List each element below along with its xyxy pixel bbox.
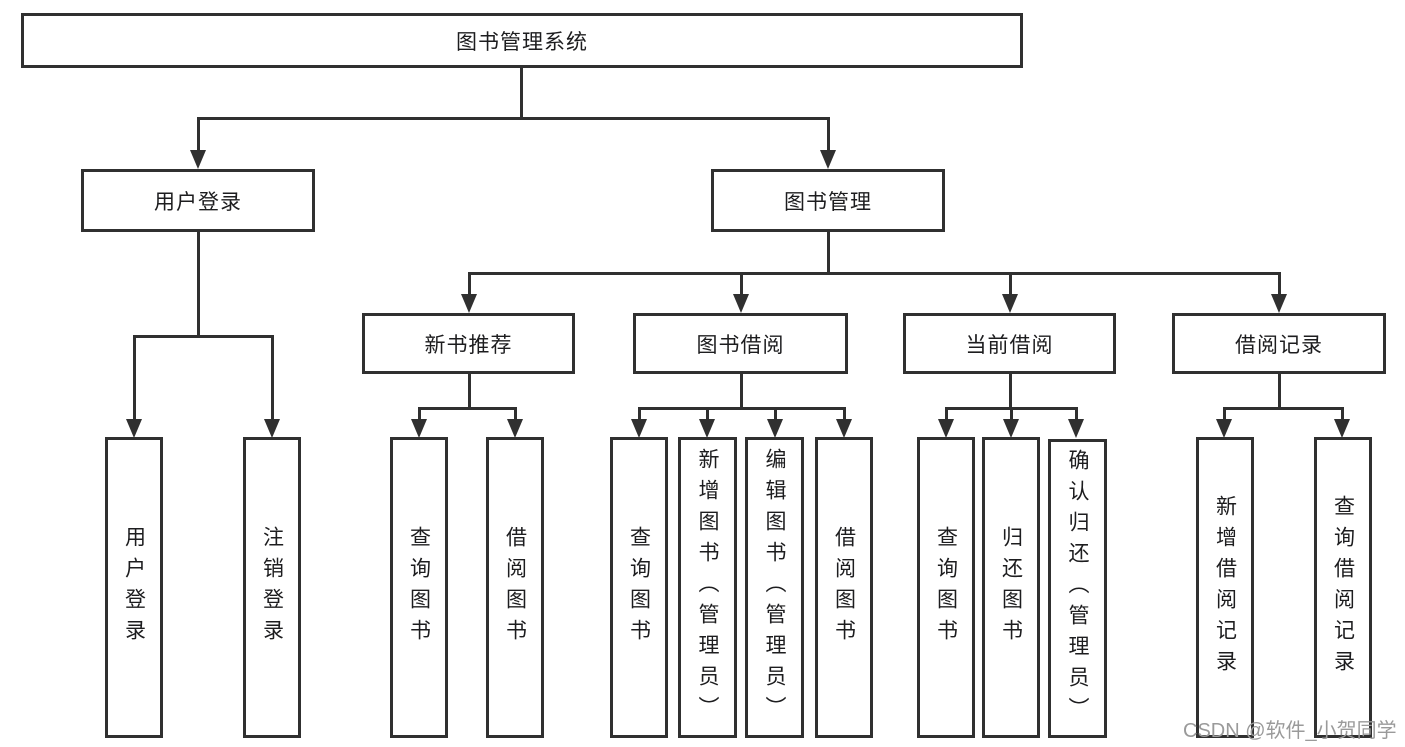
node-leaf-add-books-admin: 新增图书（管理员） — [678, 437, 737, 738]
node-leaf-return-books: 归还图书 — [982, 437, 1040, 738]
node-label: 新增图书（管理员） — [696, 448, 719, 727]
connector-book-borrow-bar — [638, 407, 846, 410]
node-label: 新增借阅记录 — [1213, 494, 1237, 681]
node-label: 新书推荐 — [424, 333, 513, 357]
arrow-down-icon — [836, 419, 852, 438]
node-label: 归还图书 — [999, 525, 1023, 650]
connector-leaf-stem — [1223, 407, 1226, 420]
connector-borrow-records-stub — [1278, 374, 1281, 410]
connector-leaf-stem — [418, 407, 421, 420]
node-book-borrowing: 图书借阅 — [633, 313, 848, 374]
arrow-down-icon — [461, 294, 477, 313]
connector-leaf-stem — [638, 407, 641, 420]
connector-leaf-stem — [1075, 407, 1078, 420]
connector-leaf-stem — [1010, 407, 1013, 420]
node-label: 查询图书 — [627, 525, 651, 650]
node-label: 借阅记录 — [1235, 333, 1323, 357]
arrow-down-icon — [507, 419, 523, 438]
connector-leaf-stem — [843, 407, 846, 420]
node-label: 当前借阅 — [965, 333, 1054, 357]
arrow-down-icon — [1002, 294, 1018, 313]
node-label: 图书管理 — [784, 190, 872, 214]
node-leaf-query-books-1: 查询图书 — [390, 437, 448, 738]
node-library-management-system: 图书管理系统 — [21, 13, 1023, 68]
node-leaf-edit-books-admin: 编辑图书（管理员） — [745, 437, 804, 738]
connector-leaf-stem — [514, 407, 517, 420]
arrow-down-icon — [631, 419, 647, 438]
connector-level1-bar — [197, 117, 830, 120]
node-label: 查询图书 — [934, 525, 958, 650]
arrow-down-icon — [699, 419, 715, 438]
node-label: 图书借阅 — [696, 333, 785, 357]
arrow-down-icon — [1334, 419, 1350, 438]
connector-book-borrow-stem — [740, 272, 743, 296]
connector-new-book-bar — [418, 407, 517, 410]
node-leaf-add-borrow-record: 新增借阅记录 — [1196, 437, 1254, 738]
connector-book-mgmt-stub — [827, 232, 830, 275]
arrow-down-icon — [126, 419, 142, 438]
connector-login-leaf-stem — [133, 335, 136, 420]
connector-new-book-stem — [468, 272, 471, 296]
connector-leaf-stem — [706, 407, 709, 420]
connector-leaf-stem — [774, 407, 777, 420]
arrow-down-icon — [1003, 419, 1019, 438]
connector-user-login-bar — [133, 335, 274, 338]
connector-logout-leaf-stem — [271, 335, 274, 420]
node-label: 借阅图书 — [832, 525, 856, 650]
connector-leaf-stem — [1341, 407, 1344, 420]
node-label: 编辑图书（管理员） — [763, 448, 786, 727]
node-label: 用户登录 — [154, 190, 242, 214]
connector-root-stub — [520, 68, 523, 118]
node-leaf-query-borrow-record: 查询借阅记录 — [1314, 437, 1372, 738]
connector-user-login-stem — [197, 117, 200, 151]
connector-new-book-stub — [468, 374, 471, 410]
node-leaf-borrow-books-1: 借阅图书 — [486, 437, 544, 738]
node-new-book-recommend: 新书推荐 — [362, 313, 575, 374]
connector-borrow-records-stem — [1278, 272, 1281, 296]
node-leaf-confirm-return-admin: 确认归还（管理员） — [1048, 439, 1107, 738]
node-leaf-user-login: 用户登录 — [105, 437, 163, 738]
arrow-down-icon — [264, 419, 280, 438]
arrow-down-icon — [820, 150, 836, 169]
connector-book-mgmt-stem — [827, 117, 830, 151]
node-leaf-query-books-3: 查询图书 — [917, 437, 975, 738]
arrow-down-icon — [190, 150, 206, 169]
node-label: 图书管理系统 — [456, 30, 588, 54]
connector-current-borrow-stem — [1009, 272, 1012, 296]
node-leaf-query-books-2: 查询图书 — [610, 437, 668, 738]
node-label: 查询借阅记录 — [1331, 494, 1355, 681]
arrow-down-icon — [1271, 294, 1287, 313]
node-current-borrowing: 当前借阅 — [903, 313, 1116, 374]
connector-book-borrow-stub — [740, 374, 743, 410]
connector-level2-bar — [468, 272, 1281, 275]
node-borrowing-records: 借阅记录 — [1172, 313, 1386, 374]
node-book-management: 图书管理 — [711, 169, 945, 232]
arrow-down-icon — [1068, 419, 1084, 438]
node-label: 确认归还（管理员） — [1066, 449, 1089, 728]
arrow-down-icon — [411, 419, 427, 438]
node-label: 注销登录 — [260, 525, 284, 650]
node-label: 查询图书 — [407, 525, 431, 650]
node-label: 用户登录 — [122, 525, 146, 650]
node-leaf-logout: 注销登录 — [243, 437, 301, 738]
node-leaf-borrow-books-2: 借阅图书 — [815, 437, 873, 738]
arrow-down-icon — [767, 419, 783, 438]
connector-leaf-stem — [945, 407, 948, 420]
arrow-down-icon — [733, 294, 749, 313]
csdn-watermark: CSDN @软件_小贺同学 — [1183, 720, 1397, 742]
connector-current-borrow-stub — [1009, 374, 1012, 410]
node-user-login: 用户登录 — [81, 169, 315, 232]
connector-user-login-stub — [197, 232, 200, 338]
arrow-down-icon — [938, 419, 954, 438]
node-label: 借阅图书 — [503, 525, 527, 650]
arrow-down-icon — [1216, 419, 1232, 438]
connector-borrow-records-bar — [1223, 407, 1344, 410]
